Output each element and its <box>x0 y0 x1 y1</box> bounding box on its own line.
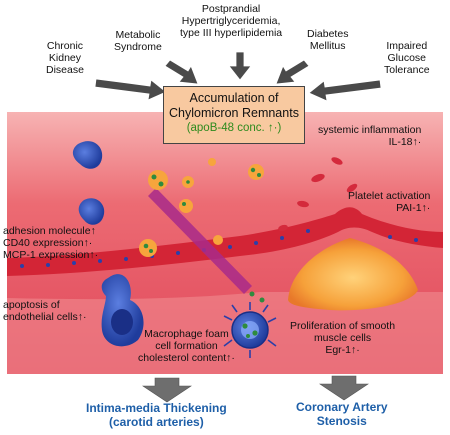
cause-metabolic: Metabolic Syndrome <box>114 29 162 53</box>
platelet <box>331 157 343 165</box>
band-dot <box>388 235 392 239</box>
remnant-particle <box>249 291 255 297</box>
arrow-diabetes <box>275 59 310 85</box>
label-inflammation: systemic inflammation IL-18↑· <box>318 124 422 148</box>
band-dot <box>20 264 24 268</box>
arrow-metabolic <box>164 59 199 85</box>
label-macrophage: Macrophage foam cell formation cholester… <box>138 328 235 364</box>
cause-igt: Impaired Glucose Tolerance <box>384 40 430 76</box>
cause-postprandial: Postprandial Hypertriglyceridemia, type … <box>180 3 283 39</box>
remnant-particle <box>259 297 265 303</box>
arrow-ckd <box>94 78 167 101</box>
center-title-2: Chylomicron Remnants <box>169 106 299 120</box>
adhesion-cell <box>78 198 105 225</box>
platelet <box>346 183 358 193</box>
endothelial-band <box>7 207 443 276</box>
band-dot <box>72 261 76 265</box>
apob48-label: (apoB-48 conc. ↑·) <box>186 122 282 134</box>
apoptotic-cell-nucleus <box>111 309 133 335</box>
outcome-imt: Intima-media Thickening (carotid arterie… <box>86 401 227 429</box>
plaque <box>288 238 418 311</box>
outcome-cas: Coronary Artery Stenosis <box>296 400 388 428</box>
remnant-cluster <box>139 158 264 257</box>
band-dot <box>254 241 258 245</box>
cause-ckd: Chronic Kidney Disease <box>46 40 84 76</box>
cause-diabetes: Diabetes Mellitus <box>307 28 349 52</box>
label-adhesion: adhesion molecule↑ CD40 expression↑· MCP… <box>3 225 99 261</box>
cause-arrows <box>94 51 382 102</box>
center-title-1: Accumulation of <box>189 91 279 105</box>
band-dot <box>98 259 102 263</box>
band-dot <box>414 238 418 242</box>
label-platelet: Platelet activation PAI-1↑· <box>348 190 431 214</box>
band-dot <box>228 245 232 249</box>
band-dot <box>280 236 284 240</box>
platelet <box>311 173 325 183</box>
chylomicron-remnant-box: Accumulation of Chylomicron Remnants (ap… <box>163 86 305 144</box>
macrophage-foam-cell <box>223 302 277 358</box>
band-dot <box>176 251 180 255</box>
label-apoptosis: apoptosis of endothelial cells↑· <box>3 299 87 323</box>
penetration-arrow <box>148 188 252 294</box>
band-dot <box>124 257 128 261</box>
label-proliferation: Proliferation of smooth muscle cells Egr… <box>290 320 396 356</box>
adhesion-cell <box>72 141 103 169</box>
platelet <box>278 224 288 232</box>
arrow-postprandial <box>228 51 252 81</box>
arrow-cas <box>319 375 369 401</box>
arrow-imt <box>142 377 192 403</box>
arrow-igt <box>308 79 382 102</box>
platelet <box>297 200 309 208</box>
band-dot <box>306 229 310 233</box>
band-dot <box>46 263 50 267</box>
